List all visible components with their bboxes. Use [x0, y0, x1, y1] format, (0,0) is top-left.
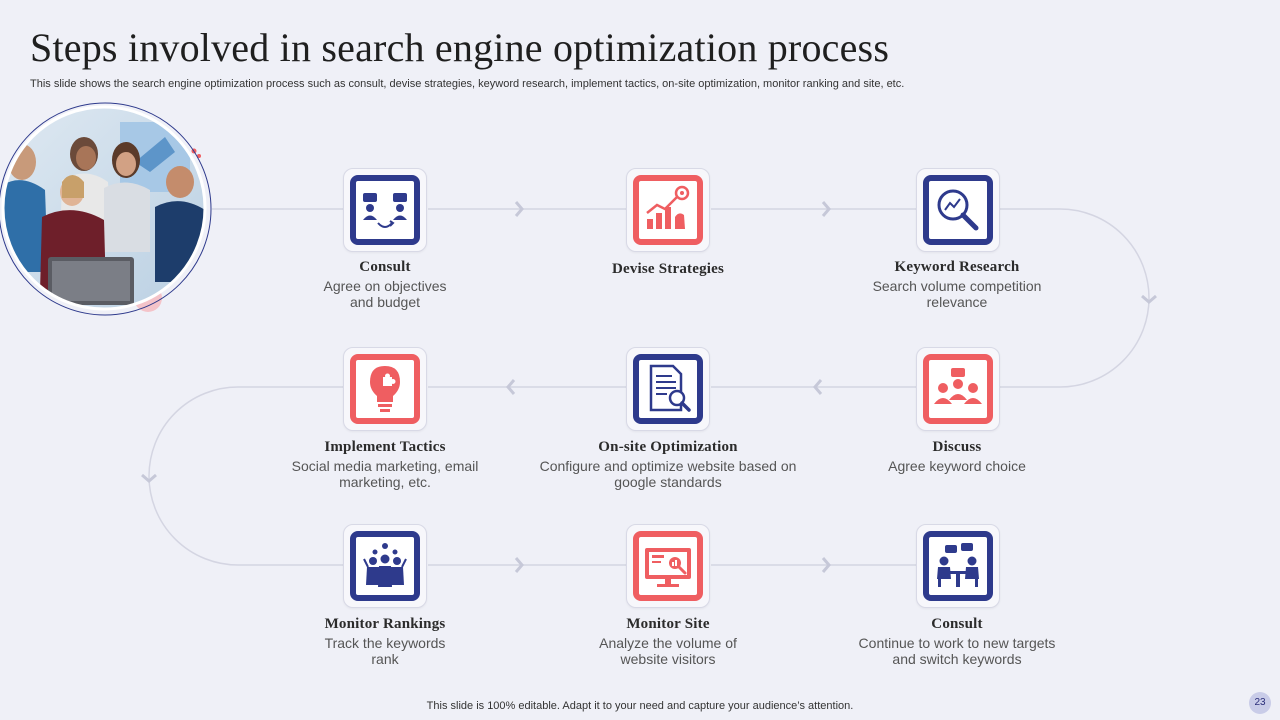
arrow-left-icon	[813, 379, 823, 395]
step-heading: Discuss	[932, 439, 982, 455]
step-description: Configure and optimize website based on …	[539, 458, 797, 490]
arrow-down-icon	[141, 473, 157, 483]
document-search-icon	[649, 364, 691, 412]
growth-strategy-icon	[646, 185, 690, 229]
step-description: Track the keywords rank	[324, 635, 446, 667]
step-devise-strategies-tile	[626, 168, 710, 252]
team-consult-icon	[363, 193, 407, 228]
step-description: Analyze the volume of website visitors	[599, 635, 737, 667]
team-photo	[0, 102, 212, 316]
slide-footer-note: This slide is 100% editable. Adapt it to…	[426, 700, 854, 712]
step-monitor-rankings-caption: Monitor Rankings Track the keywords rank	[255, 615, 515, 667]
step-implement-tactics-caption: Implement Tactics Social media marketing…	[255, 438, 515, 490]
step-monitor-site-tile	[626, 524, 710, 608]
step-consult-caption: Consult Agree on objectives and budget	[255, 258, 515, 310]
step-onsite-optimization-caption: On-site Optimization Configure and optim…	[538, 438, 798, 490]
step-description: Agree on objectives and budget	[323, 278, 447, 310]
step-heading: On-site Optimization	[598, 439, 738, 455]
meeting-table-icon	[937, 543, 979, 587]
arrow-right-icon	[514, 201, 524, 217]
step-heading: Implement Tactics	[324, 439, 446, 455]
step-heading: Monitor Site	[626, 616, 710, 632]
step-monitor-site-caption: Monitor Site Analyze the volume of websi…	[538, 615, 798, 667]
step-description: Social media marketing, email marketing,…	[291, 458, 479, 490]
arrow-down-icon	[1141, 294, 1157, 304]
step-devise-strategies-caption: Devise Strategies	[538, 260, 798, 280]
page-number-badge: 23	[1249, 692, 1271, 714]
step-heading: Keyword Research	[894, 259, 1020, 275]
step-description: Agree keyword choice	[888, 458, 1026, 474]
step-description: Search volume competition relevance	[872, 278, 1042, 310]
slide-title: Steps involved in search engine optimiza…	[30, 25, 890, 70]
lightbulb-puzzle-icon	[370, 366, 400, 412]
arrow-right-icon	[821, 557, 831, 573]
step-consult-final-tile	[916, 524, 1000, 608]
step-monitor-rankings-tile	[343, 524, 427, 608]
step-heading: Consult	[931, 616, 983, 632]
step-heading: Devise Strategies	[611, 261, 725, 277]
step-discuss-tile	[916, 347, 1000, 431]
slide-subtitle: This slide shows the search engine optim…	[30, 78, 905, 90]
step-discuss-caption: Discuss Agree keyword choice	[827, 438, 1087, 474]
step-description: Continue to work to new targets and swit…	[858, 635, 1056, 667]
step-consult-tile	[343, 168, 427, 252]
arrow-right-icon	[821, 201, 831, 217]
step-heading: Consult	[359, 259, 411, 275]
arrow-right-icon	[514, 557, 524, 573]
monitor-analytics-icon	[645, 548, 691, 587]
discussion-group-icon	[934, 368, 982, 404]
step-implement-tactics-tile	[343, 347, 427, 431]
step-consult-final-caption: Consult Continue to work to new targets …	[827, 615, 1087, 667]
arrow-left-icon	[506, 379, 516, 395]
step-onsite-optimization-tile	[626, 347, 710, 431]
step-heading: Monitor Rankings	[324, 616, 446, 632]
step-keyword-research-caption: Keyword Research Search volume competiti…	[827, 258, 1087, 310]
search-chart-icon	[937, 189, 979, 231]
people-ranking-icon	[363, 543, 407, 587]
step-keyword-research-tile	[916, 168, 1000, 252]
